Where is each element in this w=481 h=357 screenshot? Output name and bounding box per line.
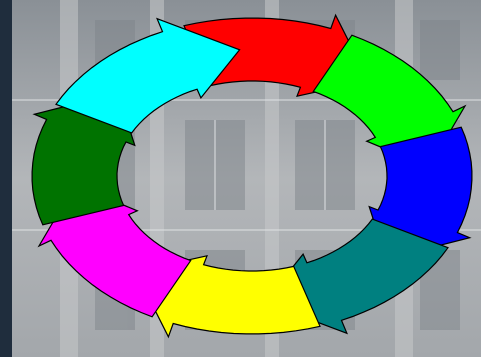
slide-canvas <box>0 0 481 357</box>
cycle-diagram <box>0 0 481 357</box>
